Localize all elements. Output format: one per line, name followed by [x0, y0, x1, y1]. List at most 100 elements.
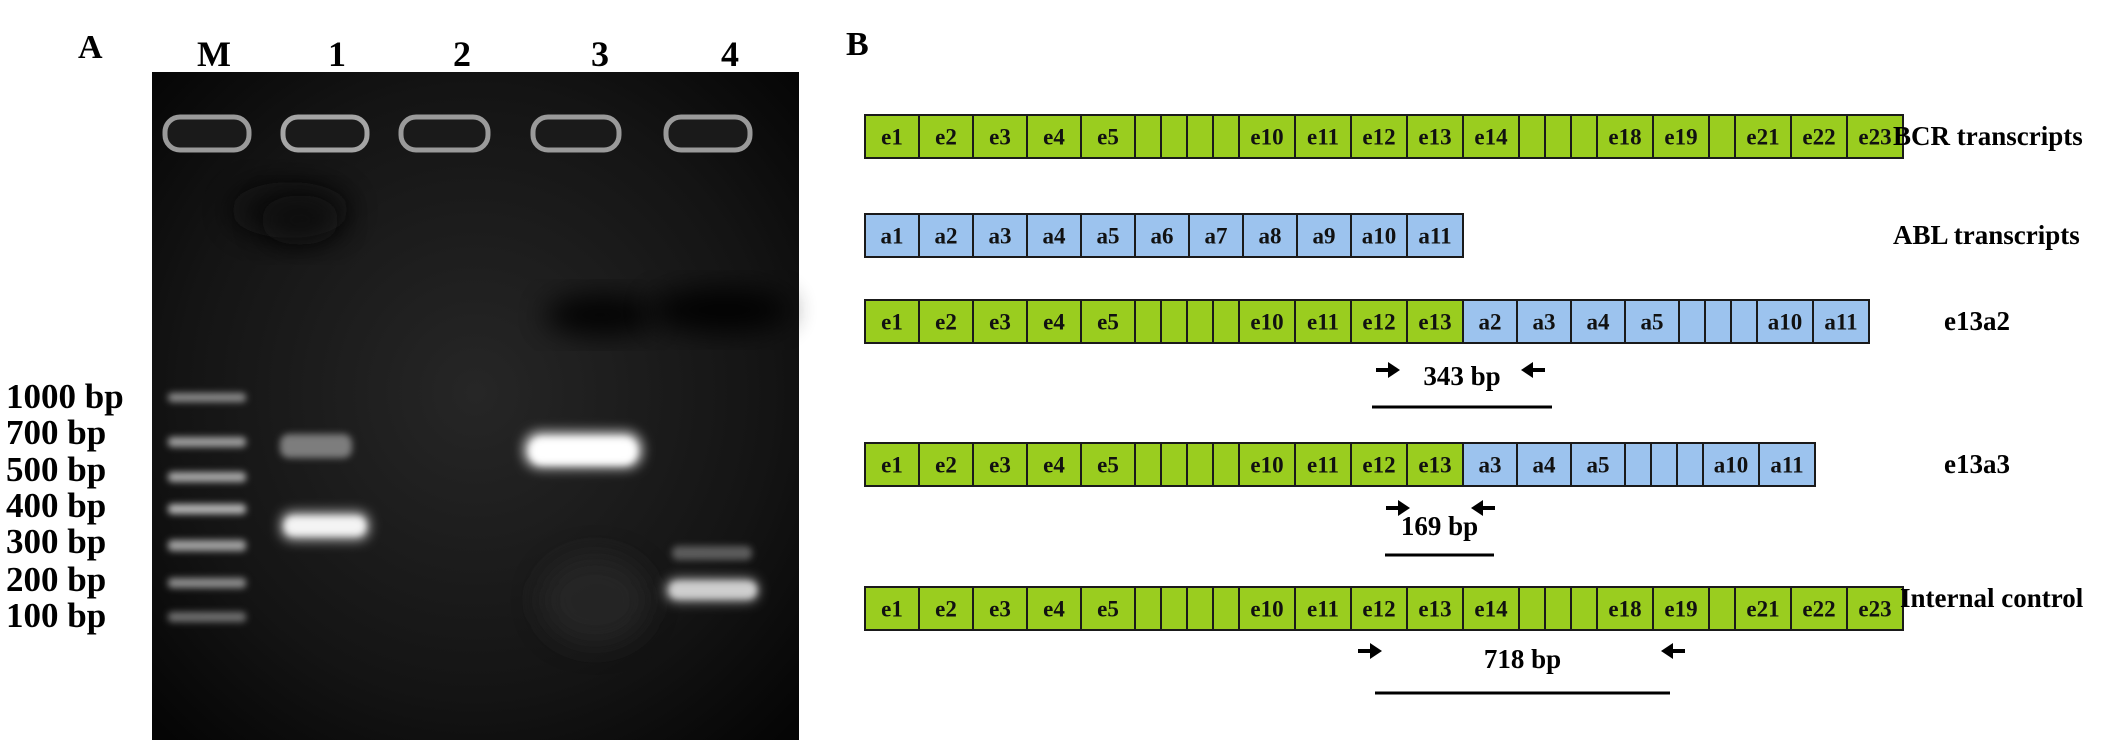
exon-box	[1350, 114, 1408, 159]
forward-primer-arrow	[1376, 362, 1400, 378]
exon-label: e3	[989, 453, 1011, 478]
exon-box	[864, 586, 920, 631]
gel-wells	[162, 114, 753, 153]
exon-box	[1212, 299, 1240, 344]
ladder-band-100	[168, 612, 246, 622]
track-title: BCR transcripts	[1893, 121, 2083, 151]
exon-box	[1462, 442, 1518, 487]
exon-box	[1186, 114, 1214, 159]
exon-box	[1186, 299, 1214, 344]
exon-box	[972, 299, 1028, 344]
exon-label: a6	[1151, 224, 1174, 249]
exon-label: e1	[881, 453, 903, 478]
exon-label: e1	[881, 310, 903, 335]
exon-label: e22	[1802, 597, 1835, 622]
exon-box	[1676, 442, 1704, 487]
well-2	[398, 114, 491, 153]
exon-box	[1160, 586, 1188, 631]
exon-box	[1708, 114, 1736, 159]
exon-box	[1406, 114, 1464, 159]
track-title: e13a2	[1944, 306, 2010, 336]
exon-label: e19	[1664, 125, 1697, 150]
exon-label: e11	[1307, 310, 1339, 335]
exon-label: e2	[935, 453, 957, 478]
reverse-primer-arrow	[1471, 500, 1495, 516]
exon-label: a3	[1479, 453, 1502, 478]
ladder-size-labels: 1000 bp 700 bp 500 bp 400 bp 300 bp 200 …	[6, 377, 124, 635]
lane-label-m: M	[197, 34, 231, 74]
product-size-label: 343 bp	[1423, 361, 1500, 391]
exon-box	[1350, 213, 1408, 258]
lane-1-upper-band	[280, 434, 352, 458]
exon-label: a3	[1533, 310, 1556, 335]
exon-box	[1652, 586, 1710, 631]
exon-box	[918, 442, 974, 487]
exon-box	[1652, 114, 1710, 159]
lane-labels: M 1 2 3 4	[197, 34, 739, 74]
exon-box	[1596, 114, 1654, 159]
exon-box	[1544, 586, 1572, 631]
exon-box	[1160, 442, 1188, 487]
reverse-primer-arrow	[1661, 643, 1685, 659]
exon-label: e4	[1043, 597, 1065, 622]
exon-box	[1650, 442, 1678, 487]
exon-box	[1704, 299, 1732, 344]
exon-label: e10	[1250, 597, 1283, 622]
exon-label: a8	[1259, 224, 1282, 249]
well-1	[280, 114, 370, 153]
exon-box	[1160, 114, 1188, 159]
sample-bands	[280, 432, 758, 601]
exon-label: e4	[1043, 125, 1065, 150]
exon-label: a10	[1768, 310, 1803, 335]
exon-label: e5	[1097, 310, 1119, 335]
exon-box	[1678, 299, 1706, 344]
exon-box	[1134, 299, 1162, 344]
exon-label: e14	[1474, 597, 1508, 622]
product-size-label: 169 bp	[1401, 511, 1478, 541]
exon-label: e2	[935, 310, 957, 335]
exon-label: a2	[935, 224, 958, 249]
exon-box	[1080, 114, 1136, 159]
exon-label: a2	[1479, 310, 1502, 335]
exon-label: a3	[989, 224, 1012, 249]
lane-label-2: 2	[453, 34, 471, 74]
exon-box	[1160, 299, 1188, 344]
exon-box	[1080, 213, 1136, 258]
exon-label: e18	[1608, 597, 1641, 622]
exon-box	[1188, 213, 1244, 258]
exon-box	[918, 586, 974, 631]
exon-box	[1080, 586, 1136, 631]
exon-label: e11	[1307, 125, 1339, 150]
exon-label: a4	[1533, 453, 1557, 478]
exon-label: a11	[1824, 310, 1857, 335]
exon-box	[1134, 213, 1190, 258]
exon-box	[1624, 299, 1680, 344]
ladder-band-300	[168, 540, 246, 551]
exon-box	[1186, 586, 1214, 631]
exon-label: a11	[1770, 453, 1803, 478]
exon-box	[1350, 586, 1408, 631]
panel-b-label: B	[846, 26, 869, 63]
exon-box	[1296, 213, 1352, 258]
exon-label: e10	[1250, 453, 1283, 478]
track-title: e13a3	[1944, 449, 2010, 479]
lane-label-1: 1	[328, 34, 346, 74]
exon-box	[1406, 586, 1464, 631]
exon-label: e11	[1307, 597, 1339, 622]
exon-label: e12	[1362, 310, 1395, 335]
exon-box	[1812, 299, 1870, 344]
well-4	[663, 114, 753, 153]
exon-box	[1406, 299, 1464, 344]
exon-box	[1238, 299, 1296, 344]
exon-label: a1	[881, 224, 904, 249]
product-size-label: 718 bp	[1484, 644, 1561, 674]
lane-3-band	[530, 438, 636, 464]
exon-label: e4	[1043, 453, 1065, 478]
track-title: ABL transcripts	[1893, 220, 2080, 250]
